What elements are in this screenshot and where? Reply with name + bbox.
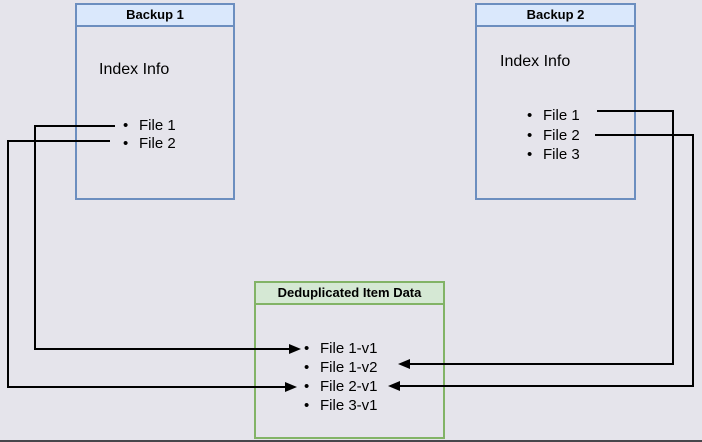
list-item: File 3-v1 [304, 396, 378, 415]
list-item: File 2 [123, 135, 176, 153]
list-item: File 1-v2 [304, 358, 378, 377]
dedup-file-list: File 1-v1 File 1-v2 File 2-v1 File 3-v1 [304, 339, 378, 415]
backup1-file-list: File 1 File 2 [123, 117, 176, 153]
list-item: File 2-v1 [304, 377, 378, 396]
dedup-title: Deduplicated Item Data [277, 285, 422, 300]
backup2-header: Backup 2 [477, 5, 634, 27]
backup1-header: Backup 1 [77, 5, 233, 27]
dedup-header: Deduplicated Item Data [256, 283, 443, 305]
list-item: File 3 [527, 145, 580, 165]
backup2-title: Backup 2 [526, 7, 585, 22]
list-item: File 1 [123, 117, 176, 135]
backup1-title: Backup 1 [126, 7, 184, 22]
backup1-index-info-label: Index Info [99, 61, 170, 78]
list-item: File 1-v1 [304, 339, 378, 358]
list-item: File 1 [527, 106, 580, 126]
backup1-box: Backup 1 [75, 3, 235, 200]
backup2-file-list: File 1 File 2 File 3 [527, 106, 580, 165]
window-bottom-edge [0, 440, 702, 442]
list-item: File 2 [527, 126, 580, 146]
backup2-index-info-label: Index Info [500, 53, 571, 70]
backup2-box: Backup 2 [475, 3, 636, 200]
